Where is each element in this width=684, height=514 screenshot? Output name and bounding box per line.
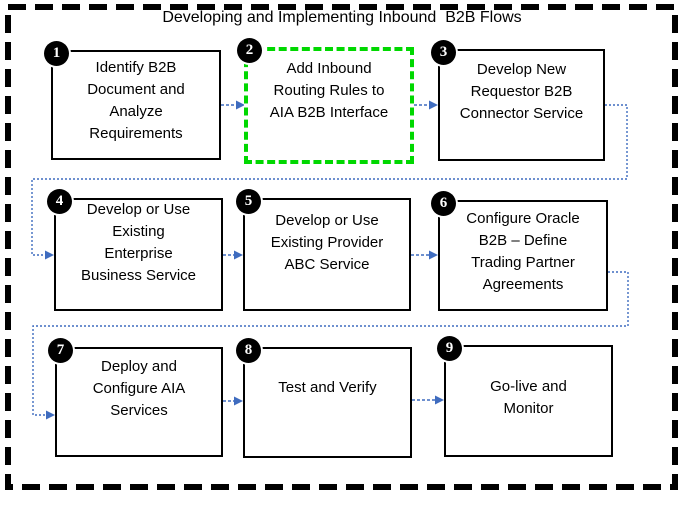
step-label-9: Go-live and Monitor	[490, 378, 567, 417]
step-box-8: 8 Test and Verify	[236, 338, 412, 458]
step-box-7: 7 Deploy and Configure AIA Services	[48, 338, 223, 457]
step-box-9: 9 Go-live and Monitor	[437, 336, 613, 457]
step-number-badge-3: 3	[431, 40, 456, 65]
step-number-badge-4: 4	[47, 189, 72, 214]
step-number-badge-5: 5	[236, 189, 261, 214]
step-label-4: Develop or Use Existing Enterprise Busin…	[80, 200, 197, 284]
step-number-badge-8: 8	[236, 338, 261, 363]
step-box-3: 3 Develop New Requestor B2B Connector Se…	[431, 40, 605, 161]
step-label-7: Deploy and Configure AIA Services	[92, 358, 186, 419]
step-label-6: Configure Oracle B2B – Define Trading Pa…	[466, 209, 580, 293]
step-number-badge-9: 9	[437, 336, 462, 361]
step-label-2: Add Inbound Routing Rules to AIA B2B Int…	[269, 59, 389, 121]
step-number-badge-2: 2	[237, 38, 262, 63]
connector-step6-step7	[32, 271, 629, 420]
connector-step1-step2	[221, 100, 245, 110]
connector-step8-step9	[412, 395, 444, 405]
outer-dashed-border	[5, 4, 678, 490]
step-box-6: 6 Configure Oracle B2B – Define Trading …	[431, 191, 608, 311]
step-number-badge-7: 7	[48, 338, 73, 363]
connector-step4-step5	[223, 250, 243, 260]
step-box-2-highlighted: 2 Add Inbound Routing Rules to AIA B2B I…	[237, 38, 414, 164]
step-number-badge-1: 1	[44, 41, 69, 66]
diagram-title: Developing and Implementing Inbound B2B …	[162, 9, 522, 26]
step-label-8: Test and Verify	[278, 378, 377, 396]
connector-step7-step8	[223, 396, 243, 406]
step-box-5: 5 Develop or Use Existing Provider ABC S…	[236, 189, 411, 311]
step-label-3: Develop New Requestor B2B Connector Serv…	[459, 61, 584, 122]
connector-step5-step6	[411, 250, 438, 260]
connector-step2-step3	[414, 100, 438, 110]
step-number-badge-6: 6	[431, 191, 456, 216]
step-box-1: 1 Identify B2B Document and Analyze Requ…	[44, 41, 221, 160]
step-label-1: Identify B2B Document and Analyze Requir…	[87, 59, 185, 142]
step-label-5: Develop or Use Existing Provider ABC Ser…	[270, 211, 384, 273]
connector-step3-step4	[31, 104, 628, 260]
step-box-4: 4 Develop or Use Existing Enterprise Bus…	[47, 189, 223, 311]
